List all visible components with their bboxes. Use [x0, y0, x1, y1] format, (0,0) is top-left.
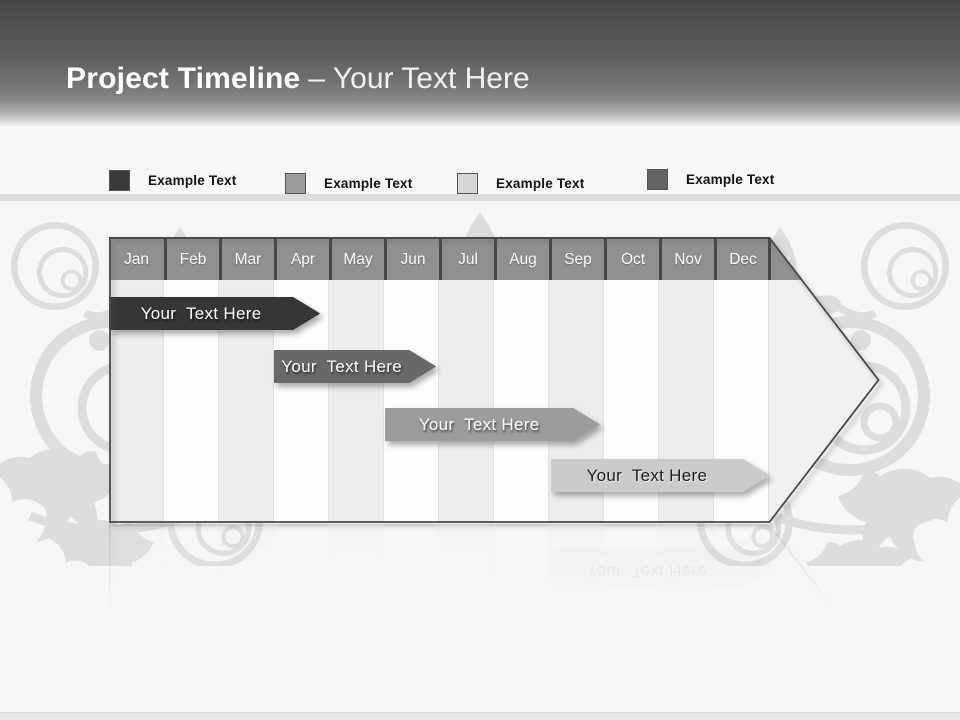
month-label: Jan	[124, 250, 149, 268]
arrow-outline	[109, 524, 880, 720]
gantt-bar-shape: Your Text Here	[109, 297, 320, 330]
month-label: Oct	[620, 250, 646, 268]
page-title[interactable]: Project Timeline– Your Text Here	[66, 62, 530, 96]
month-label: Mar	[234, 250, 262, 268]
body-column	[494, 280, 549, 523]
gantt-bar-label: Your Text Here	[281, 356, 402, 376]
body-column	[659, 524, 714, 720]
body-column	[219, 524, 274, 720]
timeline-arrow: Jan Feb Mar Apr May Jun Jul Aug Sep Oct …	[109, 524, 880, 720]
page-title-main: Project Timeline	[66, 62, 301, 95]
body-column	[494, 524, 549, 720]
legend-item[interactable]: Example Text	[109, 168, 236, 192]
legend-item[interactable]: Example Text	[457, 171, 584, 195]
legend: Example Text Example Text Example Text E…	[0, 168, 960, 196]
legend-label: Example Text	[496, 175, 585, 191]
gantt-bar-label: Your Text Here	[586, 562, 708, 582]
gantt-bar-shape: Your Text Here	[274, 664, 436, 697]
month-cell[interactable]: Feb	[164, 239, 219, 280]
body-column	[549, 524, 604, 720]
month-label: Dec	[729, 250, 757, 268]
month-cell[interactable]: Jul	[439, 239, 494, 280]
timeline-clip: Jan Feb Mar Apr May Jun Jul Aug Sep Oct …	[109, 524, 880, 720]
month-cell[interactable]: Jan	[109, 239, 164, 280]
legend-label: Example Text	[324, 175, 413, 191]
body-column	[384, 280, 439, 523]
legend-swatch	[647, 168, 668, 190]
body-column	[109, 524, 164, 720]
gantt-bar-shape: Your Text Here	[385, 408, 600, 441]
body-column	[274, 524, 329, 720]
month-label: Jul	[458, 250, 478, 268]
bottom-strip	[0, 712, 960, 720]
month-label: Feb	[179, 250, 207, 268]
legend-label: Example Text	[148, 172, 237, 188]
month-cell[interactable]: Mar	[219, 239, 274, 280]
page-title-placeholder: – Your Text Here	[308, 62, 530, 95]
month-label: Aug	[509, 250, 537, 268]
body-column	[384, 524, 439, 720]
body-column	[604, 524, 659, 720]
body-column	[329, 280, 384, 523]
month-label: Sep	[564, 250, 592, 268]
month-cell[interactable]: Sep	[549, 239, 604, 280]
timeline-clip: Jan Feb Mar Apr May Jun Jul Aug Sep Oct …	[109, 237, 880, 523]
body-column	[329, 524, 384, 720]
body-column	[164, 524, 219, 720]
month-cell[interactable]: May	[329, 239, 384, 280]
month-cell[interactable]: Jun	[384, 239, 439, 280]
legend-swatch	[109, 169, 130, 191]
legend-swatch	[457, 172, 478, 194]
gantt-bar[interactable]: Your Text Here	[551, 459, 770, 492]
month-label: May	[343, 250, 373, 268]
body-column	[439, 524, 494, 720]
body-column	[439, 280, 494, 523]
title-banner	[0, 0, 960, 127]
legend-item[interactable]: Example Text	[647, 167, 774, 191]
body-column	[714, 524, 769, 720]
month-label: Jun	[400, 250, 426, 268]
gantt-bar-shape: Your Text Here	[551, 555, 770, 588]
gantt-bar[interactable]: Your Text Here	[385, 606, 600, 639]
gantt-bar-label: Your Text Here	[140, 303, 262, 323]
gantt-bar[interactable]: Your Text Here	[109, 297, 320, 330]
gantt-bar-shape: Your Text Here	[551, 459, 770, 492]
legend-item[interactable]: Example Text	[285, 171, 412, 195]
month-header-row: Jan Feb Mar Apr May Jun Jul Aug Sep Oct …	[109, 237, 880, 280]
gantt-bar[interactable]: Your Text Here	[385, 408, 600, 441]
timeline-reflection: Jan Feb Mar Apr May Jun Jul Aug Sep Oct …	[109, 524, 880, 720]
month-cell[interactable]: Aug	[494, 239, 549, 280]
legend-swatch	[285, 172, 306, 194]
gantt-bar[interactable]: Your Text Here	[274, 664, 436, 697]
gantt-bar-shape: Your Text Here	[274, 350, 436, 383]
gantt-bar-label: Your Text Here	[418, 613, 540, 633]
month-cell[interactable]: Apr	[274, 239, 329, 280]
timeline-arrow: Jan Feb Mar Apr May Jun Jul Aug Sep Oct …	[109, 237, 880, 523]
month-cell[interactable]: Nov	[659, 239, 714, 280]
month-label: Apr	[290, 250, 316, 268]
month-label: Nov	[674, 250, 702, 268]
gantt-bar[interactable]: Your Text Here	[551, 555, 770, 588]
gantt-bar-shape: Your Text Here	[385, 606, 600, 639]
gantt-bar-label: Your Text Here	[586, 465, 708, 485]
gantt-bar-label: Your Text Here	[281, 671, 402, 691]
legend-label: Example Text	[686, 171, 775, 187]
arrow-tip-fill	[769, 524, 880, 720]
gantt-bar[interactable]: Your Text Here	[274, 350, 436, 383]
gantt-bar-label: Your Text Here	[418, 414, 540, 434]
month-cell[interactable]: Oct	[604, 239, 659, 280]
month-cell[interactable]: Dec	[714, 239, 769, 280]
